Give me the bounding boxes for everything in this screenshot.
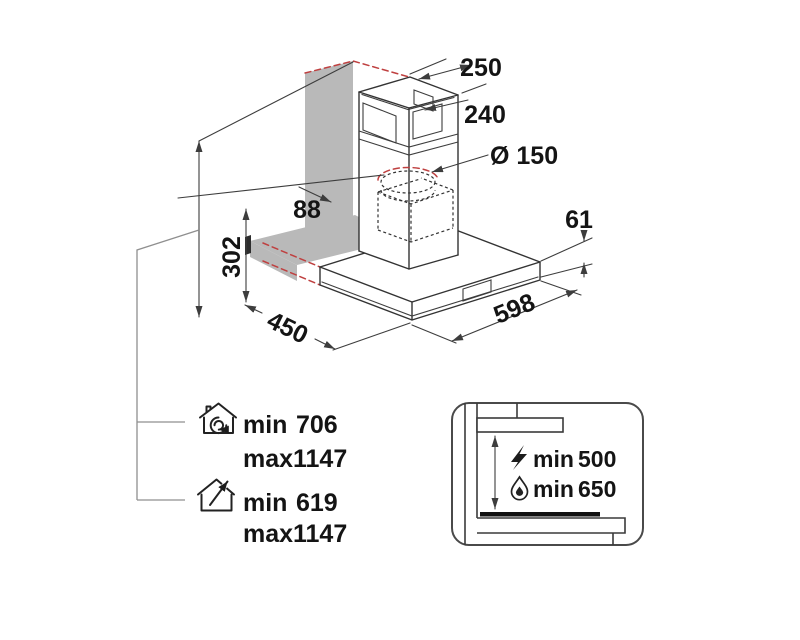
house-recirculation-icon [199, 402, 237, 435]
dim-450: 450 [244, 304, 411, 351]
recirc-max-label: max [243, 445, 293, 473]
duct-housing-box [377, 177, 454, 243]
panel-hood [476, 417, 564, 433]
chimney-seam [358, 130, 459, 156]
dim-450-label: 450 [263, 306, 313, 349]
house-exhaust-icon [197, 478, 235, 512]
hob-clearance-panel: min 500 min 650 [451, 402, 644, 546]
hood-chimney [358, 76, 459, 270]
ducted-max-label: max [243, 520, 293, 548]
gas-clearance-label: min [533, 476, 574, 502]
electric-clearance-label: min [533, 446, 574, 472]
ducted-min-label: min [243, 489, 287, 517]
hidden-edge-top [304, 60, 410, 78]
chimney-grille-front-icon [362, 102, 397, 144]
recirc-min-label: min [243, 411, 287, 439]
chimney-rim-inner [361, 93, 455, 111]
duct-ring-bottom [380, 189, 436, 202]
dim-250-label: 250 [460, 54, 502, 82]
dim-duct-diameter: Ø 150 [431, 142, 558, 173]
hidden-edge-shelf-top [262, 242, 321, 268]
dim-302-label: 302 [218, 236, 246, 278]
dim-302: 302 [218, 208, 250, 303]
gas-clearance-value: 650 [578, 476, 616, 502]
hidden-edge-shelf-bottom [262, 260, 321, 286]
recirc-min-value: 706 [296, 411, 338, 439]
height-option-ducted: min 619 max 1147 [197, 478, 347, 548]
dim-88: 88 [177, 174, 385, 224]
dim-diameter-label: Ø 150 [490, 142, 558, 170]
dim-61: 61 [540, 206, 593, 278]
duct-ring-top [380, 170, 436, 194]
electric-clearance-value: 500 [578, 446, 616, 472]
flame-icon [510, 475, 529, 501]
recirc-max-value: 1147 [293, 445, 347, 473]
dim-88-label: 88 [293, 196, 321, 224]
dim-240: 240 [424, 83, 506, 129]
panel-hob [480, 512, 600, 517]
chimney-grille-top-icon [413, 89, 434, 112]
height-bracket [136, 229, 200, 501]
wall-slab [305, 61, 353, 248]
lightning-icon [511, 445, 527, 470]
height-option-recirculation: min 706 max 1147 [199, 402, 347, 473]
dim-61-label: 61 [565, 206, 593, 234]
panel-border [451, 402, 644, 546]
dim-250: 250 [409, 54, 502, 82]
ducted-min-value: 619 [296, 489, 338, 517]
dim-overall-height [195, 61, 354, 318]
dim-598-label: 598 [490, 288, 539, 330]
panel-counter [477, 517, 626, 545]
dim-240-label: 240 [464, 101, 506, 129]
ducted-max-value: 1147 [293, 520, 347, 548]
